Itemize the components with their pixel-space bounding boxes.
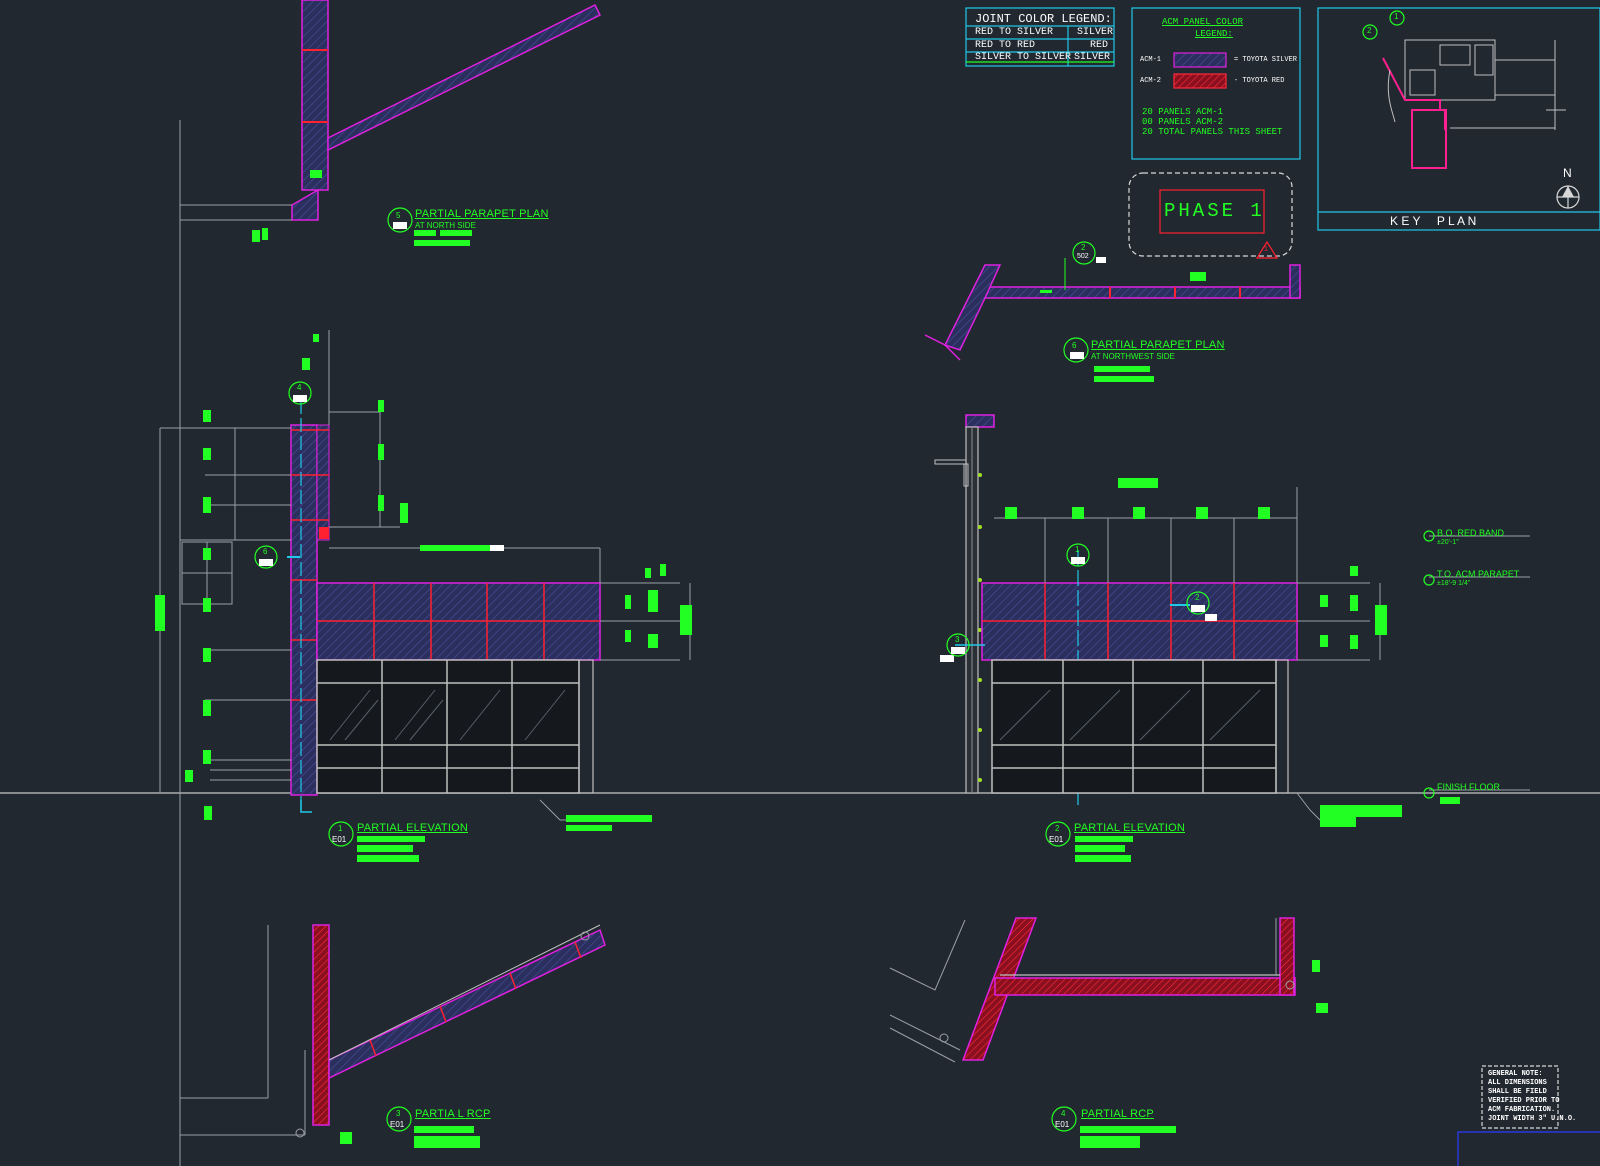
joint-legend-row-1-color: SILVER [1077,27,1114,38]
view-6-bubble [1063,337,1089,363]
joint-legend-row-3-color: SILVER [1074,52,1111,63]
callout-602-bubble [1072,241,1096,265]
view-2-title: PARTIAL ELEVATION [1074,822,1185,834]
view-4-title: PARTIAL RCP [1081,1108,1154,1120]
joint-color-legend-box [965,7,1115,67]
callout-602-number: 2 [1081,243,1086,252]
view-2-partial-elevation [934,414,1530,862]
general-note-line-1: GENERAL NOTE: [1488,1070,1543,1078]
elev-bo-red-band-value: ±20'-1" [1437,539,1459,546]
view-5-parapet-plan [180,0,602,246]
phase-revision-cloud [1128,172,1293,259]
elev-to-acm-value: ±18'-9 1/4" [1437,580,1471,587]
view-5-number: 5 [396,211,401,220]
view-3-sheet: E01 [390,1120,405,1129]
view-3-title: PARTIA L RCP [415,1108,491,1120]
view-6-subtitle: AT NORTHWEST SIDE [1091,352,1175,361]
acm-legend-title-1: ACM PANEL COLOR [1162,17,1244,27]
key-plan-marker-2: 2 [1367,26,1372,35]
joint-legend-title: JOINT COLOR LEGEND: [975,12,1112,26]
general-note-line-4: VERIFIED PRIOR TO [1488,1097,1560,1105]
callout-2-number: 2 [1195,593,1200,602]
view-1-partial-elevation [155,330,692,862]
callout-1-bubble [1066,543,1090,567]
general-note-line-6: JOINT WIDTH 3" U.N.O. [1488,1115,1577,1123]
phase-label: PHASE 1 [1164,200,1265,222]
joint-legend-row-1-joint: RED TO SILVER [975,27,1054,38]
callout-1-number: 1 [1075,545,1080,554]
acm-legend-box [1131,7,1301,160]
callout-3-number: 3 [955,635,960,644]
view-3-partial-rcp [180,924,606,1148]
elev-marker-finish-floor [1423,787,1435,799]
view-2-sheet: E01 [1049,835,1064,844]
acm-2-code: ACM-2 [1140,77,1162,85]
general-note-line-2: ALL DIMENSIONS [1488,1079,1547,1087]
elev-to-acm-label: T.O. ACM PARAPET [1437,569,1520,579]
view-1-bubble [328,821,354,847]
north-label: N [1563,166,1572,180]
acm-count-total: 20 TOTAL PANELS THIS SHEET [1142,127,1283,137]
view-5-bubble [387,207,413,233]
view-4-number: 4 [1061,1109,1066,1118]
view-1-sheet: E01 [332,835,347,844]
elev-marker-bo-red-band [1423,530,1435,542]
view-3-number: 3 [396,1109,401,1118]
callout-2-bubble [1186,591,1210,615]
joint-legend-row-2-color: RED [1090,40,1109,51]
view-5-subtitle: AT NORTH SIDE [415,221,476,230]
callout-3-bubble [946,633,970,657]
key-plan-label: K E Y P L A N [1390,214,1477,228]
elev-bo-red-band-label: B.O. RED BAND [1437,528,1505,538]
elev-marker-to-acm [1423,574,1435,586]
view-5-title: PARTIAL PARAPET PLAN [415,208,549,220]
view-4-sheet: E01 [1055,1120,1070,1129]
callout-4-bubble [288,381,312,405]
view-4-partial-rcp [889,917,1328,1148]
general-note-box [1457,1065,1600,1166]
view-2-number: 2 [1055,824,1060,833]
view-6-number: 6 [1072,341,1077,350]
general-note-line-3: SHALL BE FIELD [1488,1088,1547,1096]
acm-legend-title-2: LEGEND: [1195,29,1233,39]
acm-count-1: 20 PANELS ACM-1 [1142,107,1224,117]
callout-602-sheet: 502 [1077,253,1089,260]
view-1-title: PARTIAL ELEVATION [357,822,468,834]
view-1-number: 1 [338,824,343,833]
callout-6-number: 6 [263,547,268,556]
acm-1-desc: = TOYOTA SILVER [1234,56,1298,64]
view-3-bubble [386,1106,412,1132]
callout-4-number: 4 [297,383,302,392]
general-note-line-5: ACM FABRICATION. [1488,1106,1556,1114]
acm-1-code: ACM-1 [1140,56,1162,64]
joint-legend-row-2-joint: RED TO RED [975,40,1036,51]
callout-6-bubble [254,545,278,569]
view-6-parapet-plan [924,258,1301,382]
elev-finish-floor-label: FINISH FLOOR [1437,782,1501,792]
joint-legend-row-3-joint: SILVER TO SILVER [975,52,1072,63]
view-4-bubble [1051,1106,1077,1132]
acm-2-desc: - TOYOTA RED [1234,77,1285,85]
key-plan [1317,7,1600,231]
view-6-title: PARTIAL PARAPET PLAN [1091,339,1225,351]
acm-count-2: 00 PANELS ACM-2 [1142,117,1224,127]
key-plan-marker-1: 1 [1394,12,1399,21]
phase-revision: 1 [1264,246,1268,253]
view-2-bubble [1045,821,1071,847]
